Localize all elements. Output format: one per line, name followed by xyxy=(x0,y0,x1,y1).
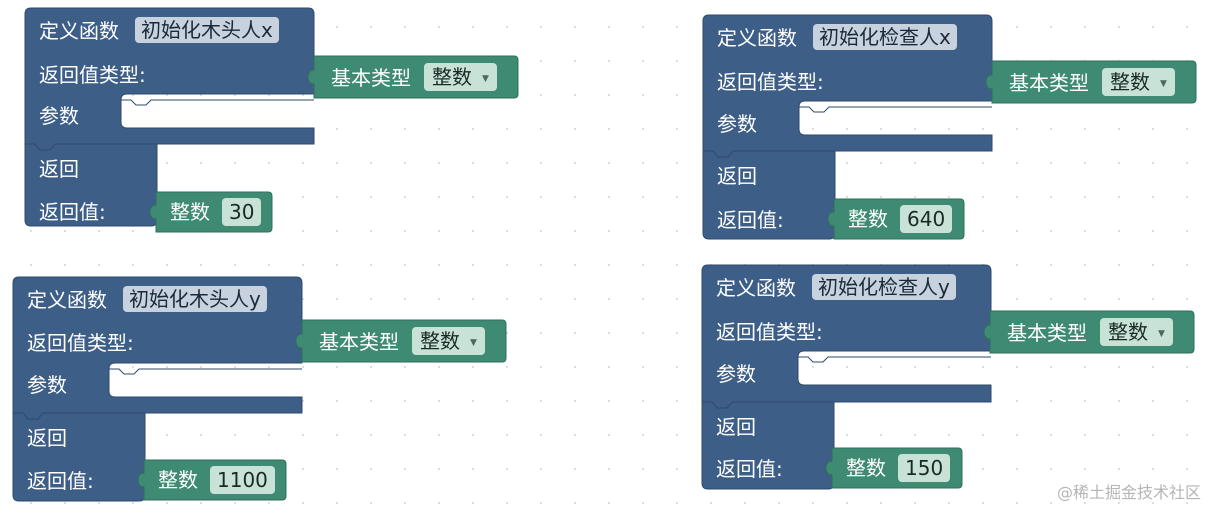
function-block-init-wood-man-x[interactable]: 定义函数 初始化木头人x 返回值类型: 参数 返回 返回值: 基本类型 整数▼ … xyxy=(24,7,545,238)
integer-label: 整数 xyxy=(846,456,886,480)
dropdown-arrow-icon: ▼ xyxy=(1160,79,1167,89)
type-dropdown-value: 整数 xyxy=(1110,70,1150,94)
type-dropdown[interactable]: 整数 ▼ xyxy=(412,327,485,355)
return-statement-label: 返回 xyxy=(39,157,79,181)
type-dropdown[interactable]: 整数 ▼ xyxy=(1102,68,1175,96)
return-value-label: 返回值: xyxy=(39,200,106,224)
function-block-shape xyxy=(12,276,303,502)
return-type-label: 返回值类型: xyxy=(716,320,823,344)
integer-label: 整数 xyxy=(848,207,888,231)
return-statement-label: 返回 xyxy=(717,164,757,188)
return-value-label: 返回值: xyxy=(716,457,783,481)
base-type-label: 基本类型 xyxy=(319,330,399,354)
function-name-field[interactable]: 初始化木头人y xyxy=(123,286,267,312)
function-name-field[interactable]: 初始化检查人x xyxy=(813,24,957,50)
return-value-label: 返回值: xyxy=(717,208,784,232)
base-type-label: 基本类型 xyxy=(1009,71,1089,95)
return-number-field[interactable]: 1100 xyxy=(210,466,275,494)
base-type-block[interactable]: 基本类型 整数 ▼ xyxy=(982,60,1197,104)
params-label: 参数 xyxy=(27,373,67,397)
params-label: 参数 xyxy=(717,112,757,136)
dropdown-arrow-icon: ▼ xyxy=(482,74,489,84)
integer-value-block[interactable]: 整数 30 xyxy=(146,191,273,233)
return-type-label: 返回值类型: xyxy=(39,63,146,87)
type-dropdown-value: 整数 xyxy=(420,329,460,353)
watermark: @稀土掘金技术社区 xyxy=(1056,483,1201,502)
type-dropdown-value: 整数 xyxy=(1108,320,1148,344)
function-block-init-wood-man-y[interactable]: 定义函数 初始化木头人y 返回值类型: 参数 返回 返回值: 基本类型 整数▼ … xyxy=(12,276,533,507)
return-statement-label: 返回 xyxy=(716,415,756,439)
type-dropdown-value: 整数 xyxy=(432,65,472,89)
base-type-block[interactable]: 基本类型 整数 ▼ xyxy=(980,310,1195,354)
integer-value-block[interactable]: 整数 150 xyxy=(822,447,963,489)
base-type-label: 基本类型 xyxy=(1007,321,1087,345)
return-number-field[interactable]: 30 xyxy=(222,198,262,226)
return-type-label: 返回值类型: xyxy=(27,331,134,355)
function-name-field[interactable]: 初始化木头人x xyxy=(135,17,279,43)
type-dropdown[interactable]: 整数 ▼ xyxy=(424,63,497,91)
define-function-label: 定义函数 xyxy=(39,19,119,43)
base-type-label: 基本类型 xyxy=(331,66,411,90)
params-label: 参数 xyxy=(39,104,79,128)
base-type-block[interactable]: 基本类型 整数 ▼ xyxy=(304,55,519,99)
return-number-field[interactable]: 640 xyxy=(900,205,953,233)
define-function-label: 定义函数 xyxy=(27,288,107,312)
type-dropdown[interactable]: 整数 ▼ xyxy=(1100,318,1173,346)
function-block-init-checker-y[interactable]: 定义函数 初始化检查人y 返回值类型: 参数 返回 返回值: 基本类型 整数▼ … xyxy=(701,264,1217,495)
integer-value-block[interactable]: 整数 1100 xyxy=(134,459,287,501)
base-type-block[interactable]: 基本类型 整数 ▼ xyxy=(292,319,507,363)
function-block-init-checker-x[interactable]: 定义函数 初始化检查人x 返回值类型: 参数 返回 返回值: 基本类型 整数▼ … xyxy=(702,14,1217,245)
dropdown-arrow-icon: ▼ xyxy=(470,338,477,348)
dropdown-arrow-icon: ▼ xyxy=(1158,329,1165,339)
return-value-label: 返回值: xyxy=(27,469,94,493)
return-type-label: 返回值类型: xyxy=(717,70,824,94)
function-name-field[interactable]: 初始化检查人y xyxy=(812,274,956,300)
integer-label: 整数 xyxy=(170,200,210,224)
define-function-label: 定义函数 xyxy=(716,276,796,300)
define-function-label: 定义函数 xyxy=(717,26,797,50)
params-label: 参数 xyxy=(716,362,756,386)
return-statement-label: 返回 xyxy=(27,426,67,450)
integer-label: 整数 xyxy=(158,468,198,492)
integer-value-block[interactable]: 整数 640 xyxy=(824,198,965,240)
return-number-field[interactable]: 150 xyxy=(898,454,951,482)
